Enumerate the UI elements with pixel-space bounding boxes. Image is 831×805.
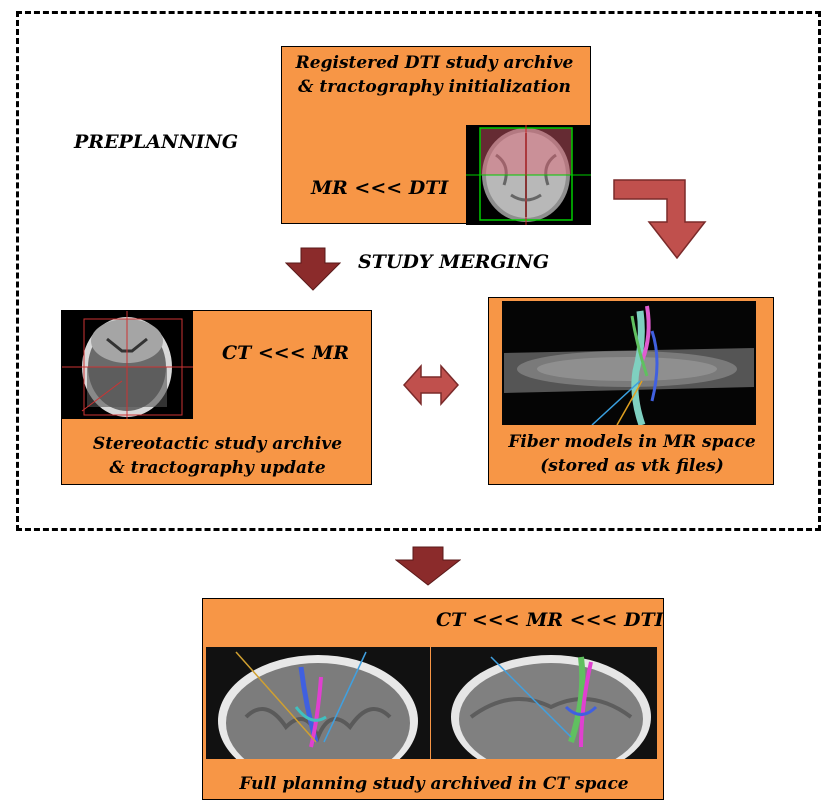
preplanning-label: PREPLANNING	[74, 131, 239, 153]
fiber-models-box: Fiber models in MR space (stored as vtk …	[488, 297, 774, 485]
study-merging-label: STUDY MERGING	[358, 251, 550, 273]
ct-sagittal-fiber-image	[431, 647, 657, 759]
dti-archive-line1: Registered DTI study archive	[295, 53, 574, 73]
stereotactic-archive-line2: & tractography update	[109, 458, 326, 478]
dti-archive-box: Registered DTI study archive & tractogra…	[281, 46, 591, 225]
ct-mr-dti-registration-label: CT <<< MR <<< DTI	[436, 609, 664, 631]
fiber-tractography-image	[502, 301, 756, 425]
preplanning-frame	[16, 11, 821, 531]
full-planning-box: CT <<< MR <<< DTI Full planning study ar…	[202, 598, 664, 800]
fiber-models-line2: (stored as vtk files)	[540, 456, 724, 476]
bidirectional-arrow	[403, 364, 459, 406]
stereotactic-archive-box: CT <<< MR Stereotactic study archive & t…	[61, 310, 372, 485]
fiber-models-line1: Fiber models in MR space	[508, 432, 756, 452]
mr-dti-registration-label: MR <<< DTI	[311, 177, 449, 199]
ct-mr-axial-image	[62, 311, 193, 419]
ct-coronal-fiber-image	[206, 647, 430, 759]
full-planning-caption: Full planning study archived in CT space	[239, 774, 629, 794]
stereotactic-archive-line1: Stereotactic study archive	[92, 434, 343, 454]
dti-brain-axial-image	[466, 125, 591, 225]
dti-archive-line2: & tractography initialization	[298, 77, 571, 97]
ct-mr-registration-label: CT <<< MR	[222, 342, 350, 364]
bent-arrow-right	[613, 177, 707, 259]
down-arrow-bottom	[395, 546, 461, 586]
down-arrow-left	[285, 247, 341, 291]
